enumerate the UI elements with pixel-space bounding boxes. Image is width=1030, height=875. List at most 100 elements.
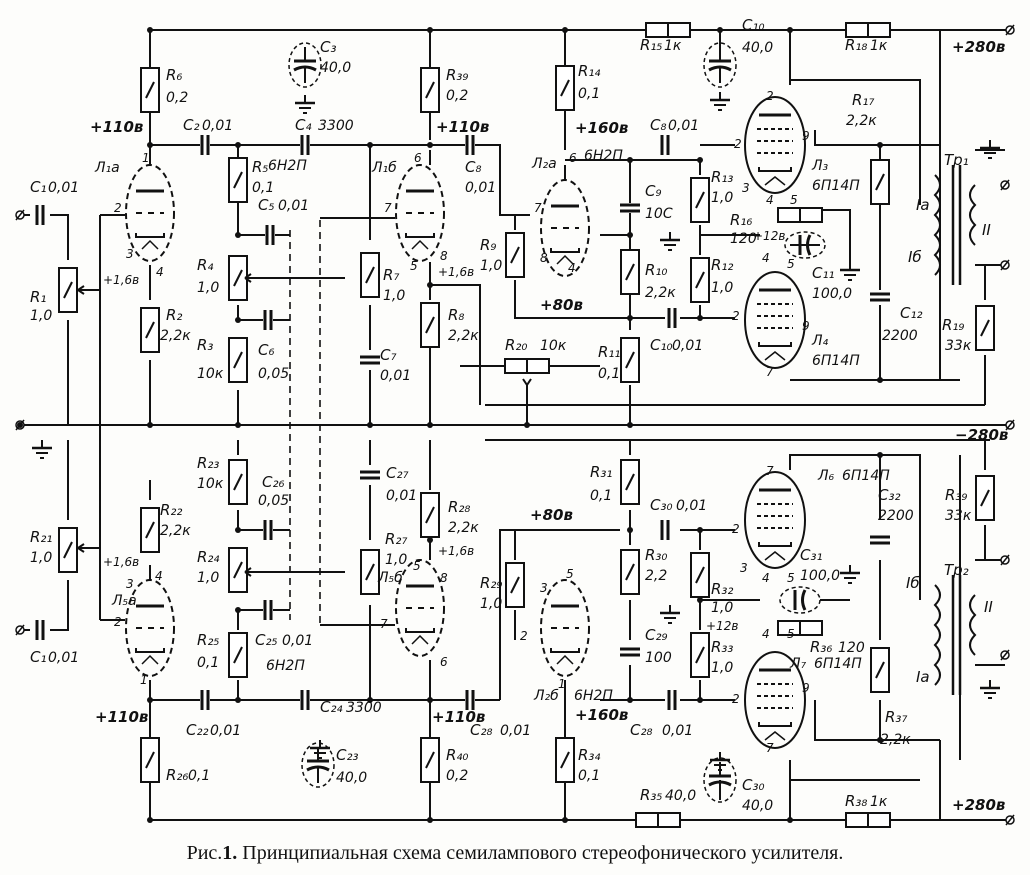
svg-text:R₃₆: R₃₆ bbox=[810, 638, 832, 656]
svg-text:40,0: 40,0 bbox=[320, 60, 351, 76]
svg-text:5: 5 bbox=[790, 193, 798, 207]
tube-l6 bbox=[743, 470, 807, 570]
resistor-r6 bbox=[140, 67, 160, 113]
svg-text:9: 9 bbox=[802, 681, 810, 695]
svg-text:C₃₁: C₃₁ bbox=[800, 546, 823, 564]
svg-text:1к: 1к bbox=[664, 38, 682, 54]
svg-text:C₉: C₉ bbox=[645, 182, 662, 200]
svg-text:R₃₃: R₃₃ bbox=[711, 638, 733, 656]
svg-text:0,1: 0,1 bbox=[578, 768, 600, 784]
svg-text:0,01: 0,01 bbox=[48, 650, 79, 666]
tube-l2a bbox=[539, 178, 591, 278]
tube-l3 bbox=[743, 95, 807, 195]
svg-text:Л₁а: Л₁а bbox=[94, 160, 120, 176]
svg-text:R₈: R₈ bbox=[448, 306, 464, 324]
svg-text:C₅: C₅ bbox=[258, 196, 275, 214]
svg-text:2: 2 bbox=[732, 692, 740, 706]
resistor-r17 bbox=[870, 159, 890, 205]
ground-icon bbox=[838, 260, 862, 282]
svg-text:1,0: 1,0 bbox=[197, 280, 219, 296]
svg-text:Iа: Iа bbox=[916, 668, 930, 686]
resistor-r37 bbox=[870, 647, 890, 693]
svg-text:R₂: R₂ bbox=[166, 306, 182, 324]
svg-text:Л₇: Л₇ bbox=[789, 656, 807, 672]
rail-plus160-l2a: +160в bbox=[575, 119, 628, 137]
caption-text: Принципиальная схема семилампового стере… bbox=[242, 842, 844, 864]
svg-text:R₃₈: R₃₈ bbox=[845, 792, 867, 810]
svg-text:2: 2 bbox=[114, 615, 122, 629]
svg-text:6П14П: 6П14П bbox=[842, 468, 890, 484]
voltage-label: +1,6в bbox=[438, 265, 474, 279]
capacitor-c28-right bbox=[665, 686, 679, 714]
capacitor-c24 bbox=[298, 686, 312, 714]
svg-text:Iб: Iб bbox=[908, 248, 922, 266]
svg-text:4: 4 bbox=[155, 569, 163, 583]
resistor-r25 bbox=[228, 632, 248, 678]
capacitor-c11 bbox=[784, 231, 826, 259]
svg-text:C₈: C₈ bbox=[650, 116, 667, 134]
resistor-r21 bbox=[58, 527, 78, 573]
svg-text:R₃₉: R₃₉ bbox=[446, 66, 468, 84]
svg-text:2,2к: 2,2к bbox=[846, 113, 877, 129]
caption-number: 1. bbox=[222, 842, 238, 864]
voltage-label: +12в bbox=[753, 229, 785, 243]
voltage-label: +12в bbox=[706, 619, 738, 633]
svg-text:2,2: 2,2 bbox=[645, 568, 667, 584]
capacitor-c10-bot bbox=[665, 304, 679, 332]
svg-text:120: 120 bbox=[838, 640, 865, 656]
svg-text:0,01: 0,01 bbox=[386, 488, 417, 504]
svg-text:0,01: 0,01 bbox=[676, 498, 707, 514]
tube-l4 bbox=[743, 270, 807, 370]
resistor-r15 bbox=[645, 22, 691, 38]
resistor-r32 bbox=[690, 552, 710, 598]
svg-text:40,0: 40,0 bbox=[336, 770, 367, 786]
svg-text:6П14П: 6П14П bbox=[814, 656, 862, 672]
svg-text:3: 3 bbox=[126, 577, 134, 591]
svg-text:6П14П: 6П14П bbox=[812, 353, 860, 369]
resistor-r29 bbox=[505, 562, 525, 608]
svg-text:33к: 33к bbox=[945, 338, 972, 354]
svg-text:1к: 1к bbox=[870, 38, 888, 54]
terminal-icon bbox=[15, 209, 25, 221]
svg-text:10к: 10к bbox=[197, 366, 224, 382]
resistor-r34 bbox=[555, 737, 575, 783]
capacitor-c22 bbox=[198, 686, 212, 714]
svg-text:4: 4 bbox=[762, 251, 770, 265]
svg-text:C₆: C₆ bbox=[258, 341, 275, 359]
resistor-r14 bbox=[555, 65, 575, 111]
ground-icon bbox=[293, 93, 317, 115]
svg-text:120: 120 bbox=[730, 231, 757, 247]
svg-text:R₁: R₁ bbox=[30, 288, 46, 306]
resistor-r40 bbox=[420, 737, 440, 783]
svg-text:C₂: C₂ bbox=[183, 116, 200, 134]
svg-text:0,2: 0,2 bbox=[446, 88, 468, 104]
svg-text:100,0: 100,0 bbox=[800, 568, 840, 584]
svg-text:2,2к: 2,2к bbox=[645, 285, 676, 301]
transformer-tr1 bbox=[933, 165, 977, 285]
svg-text:Л₂б: Л₂б bbox=[533, 688, 559, 704]
resistor-r3 bbox=[228, 337, 248, 383]
svg-text:7: 7 bbox=[766, 365, 774, 379]
transformer-tr2 bbox=[933, 575, 977, 695]
svg-text:9: 9 bbox=[802, 319, 810, 333]
capacitor-c1-top bbox=[33, 201, 47, 229]
svg-text:C₃₀: C₃₀ bbox=[742, 776, 765, 794]
svg-text:6Н2П: 6Н2П bbox=[584, 148, 623, 164]
svg-text:R₇: R₇ bbox=[383, 266, 399, 284]
svg-text:C₈: C₈ bbox=[465, 158, 482, 176]
svg-text:2: 2 bbox=[114, 201, 122, 215]
svg-text:3: 3 bbox=[740, 561, 748, 575]
svg-text:Л₁б: Л₁б bbox=[371, 160, 397, 176]
svg-text:C₂₆: C₂₆ bbox=[262, 473, 285, 491]
resistor-r39-top bbox=[420, 67, 440, 113]
svg-text:0,1: 0,1 bbox=[578, 86, 600, 102]
svg-text:1к: 1к bbox=[870, 794, 888, 810]
svg-text:II: II bbox=[984, 598, 993, 616]
svg-text:R₂₂: R₂₂ bbox=[160, 501, 182, 519]
rail-plus280-top: +280в bbox=[952, 38, 1005, 56]
svg-text:Л₂а: Л₂а bbox=[531, 156, 557, 172]
svg-text:R₁₂: R₁₂ bbox=[711, 256, 733, 274]
voltage-label: +1,6в bbox=[438, 544, 474, 558]
rail-plus110-l1a: +110в bbox=[90, 118, 143, 136]
svg-text:R₂₁: R₂₁ bbox=[30, 528, 52, 546]
